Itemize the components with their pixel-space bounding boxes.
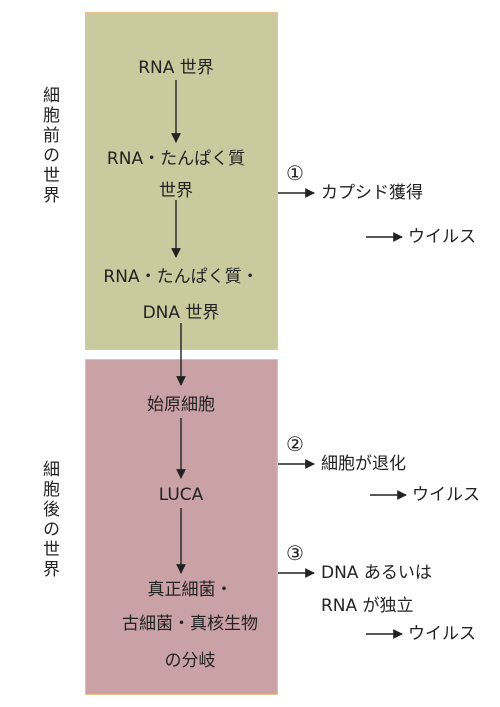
luca-node: LUCA xyxy=(158,485,204,505)
divergence-line3: の分岐 xyxy=(164,651,216,671)
rna-protein-dna-world-line1: RNA・たんぱく質・ xyxy=(103,267,259,287)
rna-world-node: RNA 世界 xyxy=(138,58,214,78)
primitive-cell-node: 始原細胞 xyxy=(147,395,215,415)
divergence-line2: 古細菌・真核生物 xyxy=(122,614,258,634)
rna-protein-world-line2: 世界 xyxy=(159,181,193,201)
pre-cell-world-label: 細胞前の世界 xyxy=(39,86,59,206)
rna-protein-world-line1: RNA・たんぱく質 xyxy=(106,149,246,169)
hypothesis-1-marker: ① xyxy=(286,161,304,185)
divergence-line1: 真正細菌・ xyxy=(147,580,233,600)
hypothesis-3-marker: ③ xyxy=(286,541,304,565)
hypothesis-2-marker: ② xyxy=(286,432,304,456)
hypothesis-2-text: 細胞が退化 xyxy=(321,454,406,474)
rna-protein-dna-world-line2: DNA 世界 xyxy=(142,303,220,323)
hypothesis-2-result: ウイルス xyxy=(412,485,480,505)
post-cell-world-label: 細胞後の世界 xyxy=(39,460,59,580)
hypothesis-3-text-line1: DNA あるいは xyxy=(321,563,432,583)
hypothesis-1-result: ウイルス xyxy=(408,227,476,247)
hypothesis-1-text: カプシド獲得 xyxy=(321,183,423,203)
hypothesis-3-result: ウイルス xyxy=(408,624,476,644)
pre-cell-world-box xyxy=(85,12,278,350)
hypothesis-3-text-line2: RNA が独立 xyxy=(321,596,414,616)
